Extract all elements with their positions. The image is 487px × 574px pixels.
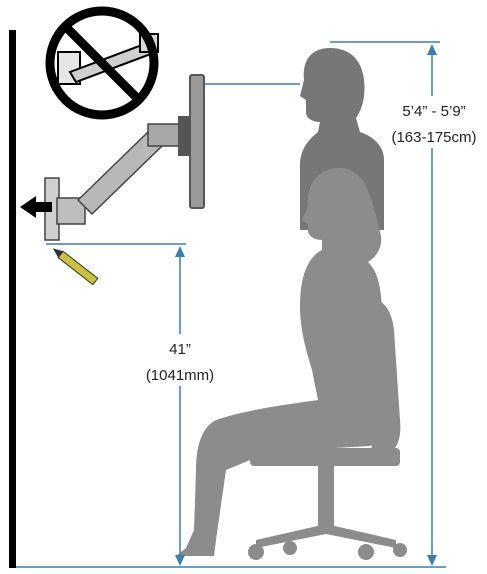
pencil-icon xyxy=(52,248,99,286)
mount-height-metric: (1041mm) xyxy=(146,367,214,384)
standing-height-imperial: 5’4” - 5’9” xyxy=(402,103,465,120)
no-symbol-icon xyxy=(45,6,159,120)
monitor xyxy=(189,74,205,209)
mount-height-dimension: 41” (1041mm) xyxy=(132,246,228,566)
office-chair xyxy=(248,299,407,560)
arrow-left-icon xyxy=(20,196,52,218)
prohibited-arm-drawing xyxy=(57,33,159,85)
wall xyxy=(9,30,16,568)
mount-height-imperial: 41” xyxy=(169,341,191,358)
seated-person-silhouette xyxy=(176,168,382,556)
standing-height-metric: (163-175cm) xyxy=(391,129,476,146)
standing-height-dimension: 5’4” - 5’9” (163-175cm) xyxy=(384,44,484,566)
